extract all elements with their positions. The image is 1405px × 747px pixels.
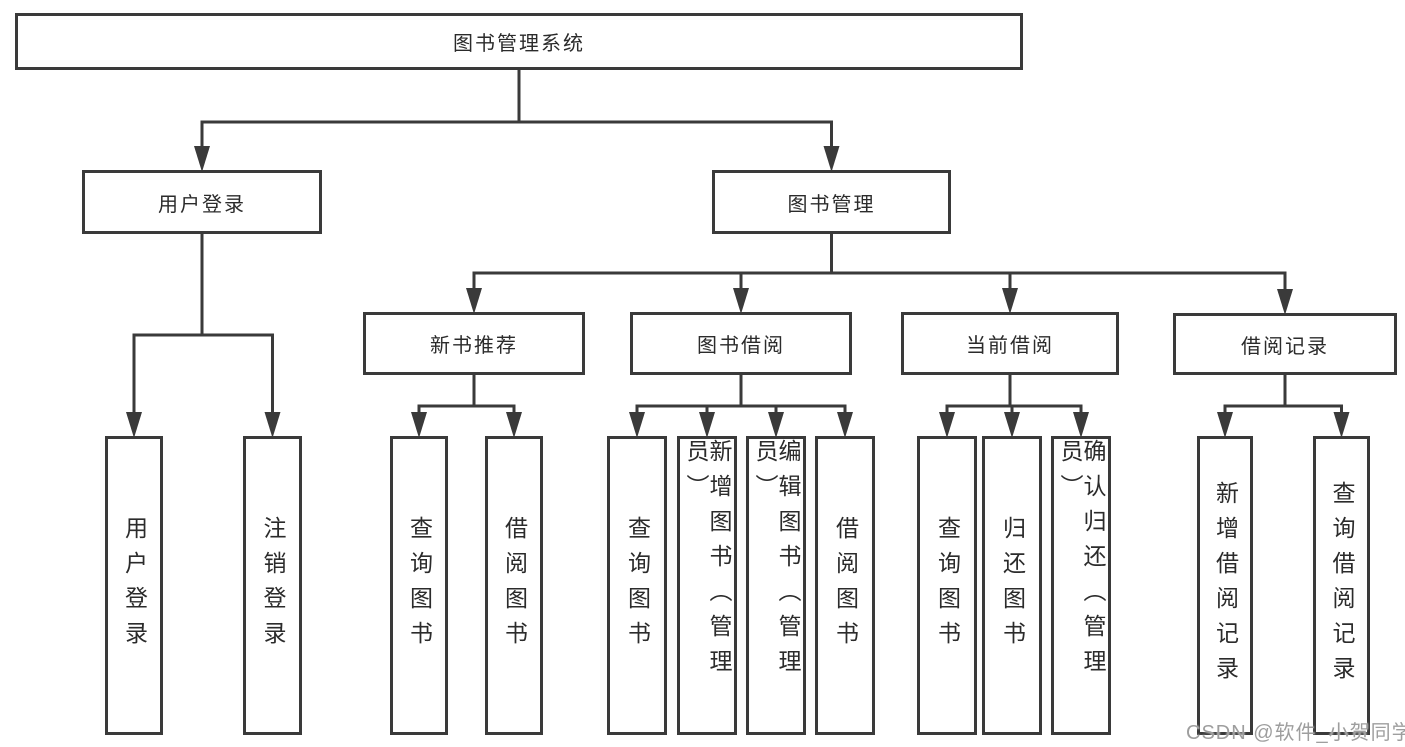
node-add-book-admin: 新增图书（管理员） (677, 436, 737, 735)
node-label-book-borrow: 图书借阅 (697, 335, 785, 357)
node-label-new-book-rec: 新书推荐 (430, 335, 518, 357)
node-user-login-branch: 用户登录 (82, 170, 322, 234)
watermark: CSDN @软件_小贺同学 (1186, 722, 1405, 744)
node-return-book: 归还图书 (982, 436, 1042, 735)
node-label-root: 图书管理系统 (453, 33, 585, 55)
node-label-logout: 注销登录 (260, 515, 286, 656)
node-query-book-current: 查询图书 (917, 436, 977, 735)
node-label-edit-book-admin: 编辑图书（管理员） (752, 439, 801, 684)
node-borrow-book-newrec: 借阅图书 (485, 436, 543, 735)
node-edit-book-admin: 编辑图书（管理员） (746, 436, 806, 735)
node-new-book-rec: 新书推荐 (363, 312, 585, 375)
node-label-login: 用户登录 (121, 515, 148, 656)
node-root: 图书管理系统 (15, 13, 1023, 70)
node-current-borrow: 当前借阅 (901, 312, 1119, 375)
node-query-book-newrec: 查询图书 (390, 436, 448, 735)
node-label-add-book-admin: 新增图书（管理员） (683, 439, 732, 684)
node-label-borrow-book: 借阅图书 (832, 515, 859, 656)
node-book-borrow: 图书借阅 (630, 312, 852, 375)
node-borrow-book: 借阅图书 (815, 436, 875, 735)
node-label-query-book-current: 查询图书 (934, 515, 961, 656)
node-query-book-borrow: 查询图书 (607, 436, 667, 735)
node-label-add-borrow-record: 新增借阅记录 (1212, 480, 1239, 691)
node-logout: 注销登录 (243, 436, 302, 735)
node-label-return-book: 归还图书 (999, 515, 1026, 656)
node-add-borrow-record: 新增借阅记录 (1197, 436, 1253, 735)
node-label-query-book-newrec: 查询图书 (406, 515, 433, 656)
node-borrow-records: 借阅记录 (1173, 313, 1397, 375)
node-label-query-borrow-record: 查询借阅记录 (1329, 480, 1355, 691)
node-label-borrow-records: 借阅记录 (1241, 335, 1329, 358)
node-login: 用户登录 (105, 436, 163, 735)
node-label-current-borrow: 当前借阅 (966, 335, 1054, 357)
node-label-confirm-return-admin: 确认归还（管理员） (1057, 439, 1106, 684)
node-confirm-return-admin: 确认归还（管理员） (1051, 436, 1111, 735)
node-query-borrow-record: 查询借阅记录 (1313, 436, 1370, 735)
node-label-borrow-book-newrec: 借阅图书 (501, 515, 528, 656)
node-label-user-login-branch: 用户登录 (158, 193, 246, 216)
node-label-query-book-borrow: 查询图书 (624, 515, 651, 656)
node-book-mgmt: 图书管理 (712, 170, 951, 234)
node-label-book-mgmt: 图书管理 (787, 193, 876, 216)
